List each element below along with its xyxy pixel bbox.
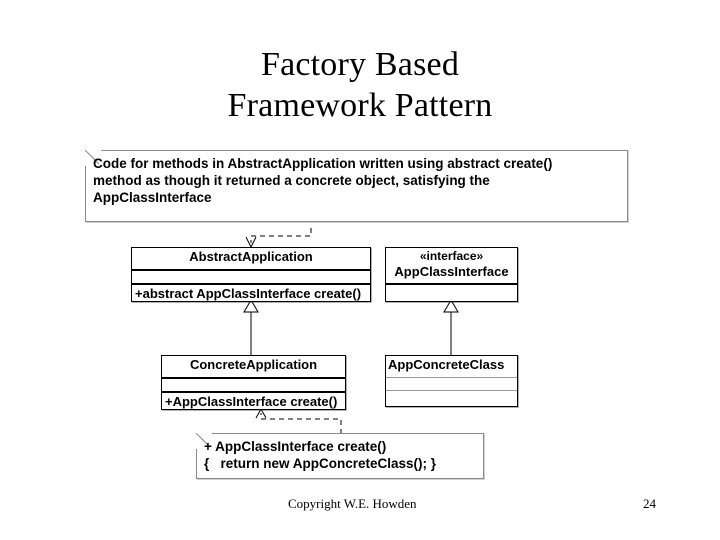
class-box-concrete-application[interactable]: ConcreteApplication +AppClassInterface c…: [161, 355, 346, 410]
page-title-line-2: Framework Pattern: [227, 87, 493, 124]
note-bottom-body: [196, 433, 484, 479]
class-operation-concrete-application-create: +AppClassInterface create(): [162, 391, 345, 409]
note-bottom-line-1: + AppClassInterface create(): [204, 439, 387, 454]
page-title-line-1: Factory Based: [260, 46, 460, 83]
class-operations-app-concrete-class: [386, 390, 517, 406]
note-fold-corner-icon: [85, 150, 101, 166]
class-name-abstract-application: AbstractApplication: [189, 249, 313, 264]
connector-generalization-concrete-application: [243, 299, 259, 356]
note-top-line-2: method as though it returned a concrete …: [93, 173, 490, 188]
note-bottom-line-2: { return new AppConcreteClass(); }: [204, 456, 437, 471]
class-name-concrete-application: ConcreteApplication: [189, 357, 318, 372]
note-fold-corner-icon: [196, 433, 212, 449]
page-title: Factory Based Framework Pattern: [0, 44, 720, 126]
note-top-line-1: Code for methods in AbstractApplication …: [93, 156, 553, 171]
note-top-text: Code for methods in AbstractApplication …: [93, 155, 620, 206]
class-box-abstract-application[interactable]: AbstractApplication +abstract AppClassIn…: [131, 247, 371, 302]
class-box-app-class-interface[interactable]: «interface» AppClassInterface: [385, 247, 518, 302]
class-attributes-app-concrete-class: [386, 377, 517, 390]
note-top[interactable]: Code for methods in AbstractApplication …: [85, 150, 628, 222]
class-members-app-class-interface: [386, 283, 517, 301]
class-attributes-concrete-application: [162, 377, 345, 391]
class-attributes-abstract-application: [132, 269, 370, 283]
class-box-app-concrete-class[interactable]: AppConcreteClass: [385, 355, 518, 407]
class-name-app-concrete-class: AppConcreteClass: [388, 357, 505, 372]
note-top-body: [85, 150, 628, 222]
note-top-line-3: AppClassInterface: [93, 190, 212, 205]
class-operation-abstract-application-create: +abstract AppClassInterface create(): [132, 283, 370, 301]
class-name-app-class-interface: AppClassInterface: [394, 264, 509, 279]
footer-copyright: Copyright W.E. Howden: [288, 496, 417, 511]
connector-note-top-anchor: [245, 228, 312, 249]
class-stereotype-app-class-interface: «interface»: [419, 249, 484, 263]
footer-page-number: 24: [643, 496, 656, 511]
note-bottom-text: + AppClassInterface create() { return ne…: [204, 438, 476, 472]
note-bottom[interactable]: + AppClassInterface create() { return ne…: [196, 433, 484, 479]
connector-note-bottom-anchor: [255, 407, 342, 434]
connector-generalization-app-concrete-class: [443, 299, 459, 356]
